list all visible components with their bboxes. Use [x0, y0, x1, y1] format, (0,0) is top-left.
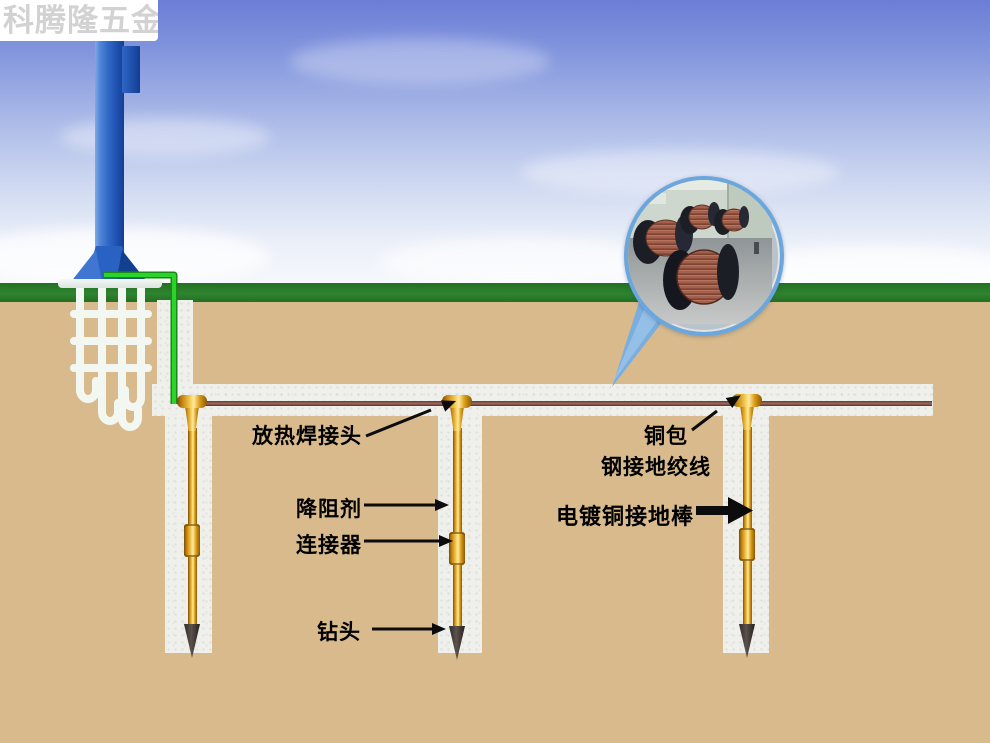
label-resistance-reducer: 降阻剂	[296, 498, 362, 521]
down-lead-trench	[157, 300, 193, 386]
label-drill-bit: 钻头	[317, 621, 361, 644]
weld-tjoint-middle	[442, 395, 472, 408]
sky-background	[0, 0, 990, 298]
label-copper-clad-line2: 钢接地绞线	[601, 456, 711, 479]
label-connector: 连接器	[296, 534, 362, 557]
weld-tjoint-left	[177, 395, 207, 408]
pole-junction-box	[122, 46, 140, 93]
rod-coupler-middle	[449, 532, 465, 565]
label-plated-ground-rod: 电镀铜接地棒	[556, 504, 695, 529]
wire-spools-photo-inset	[624, 176, 784, 336]
ground-conductor-wire	[188, 401, 932, 406]
weld-neck-right	[740, 407, 754, 430]
label-copper-clad-line1: 铜包	[644, 425, 688, 448]
ground-rod-middle	[453, 428, 462, 628]
cloud	[0, 228, 270, 286]
wire-spools-photo	[628, 180, 772, 324]
label-exothermic-weld-joint: 放热焊接头	[252, 425, 362, 448]
weld-neck-left	[185, 408, 199, 431]
ground-rod-right	[743, 427, 752, 627]
cloud	[290, 38, 550, 84]
rod-coupler-right	[739, 528, 755, 561]
horizontal-trench	[152, 384, 933, 416]
pole-base-plate	[58, 279, 162, 288]
weld-neck-middle	[450, 408, 464, 431]
weld-tjoint-right	[732, 394, 762, 407]
watermark-badge: 科腾隆五金	[0, 0, 158, 41]
cloud	[60, 118, 270, 156]
light-pole	[95, 0, 124, 284]
cloud	[380, 238, 660, 286]
rod-coupler-left	[184, 524, 200, 557]
soil-background	[0, 302, 990, 743]
